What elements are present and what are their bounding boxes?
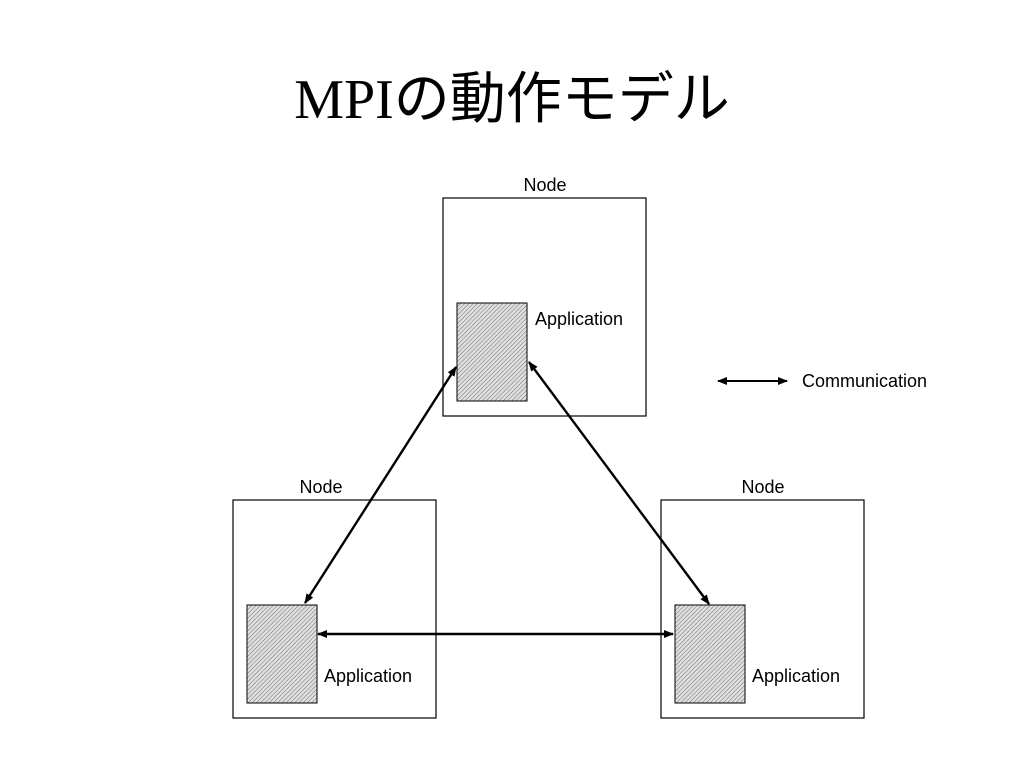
node-top-label: Node — [523, 175, 566, 195]
node-right-application-box — [674, 604, 746, 704]
node-left-application-label: Application — [324, 666, 412, 686]
node-left: Node Application — [232, 477, 437, 719]
legend: Communication — [717, 371, 927, 391]
communication-arrow-top-left — [303, 366, 458, 604]
node-left-application-box — [246, 604, 318, 704]
node-top-application-box — [456, 302, 528, 402]
node-right-label: Node — [741, 477, 784, 497]
node-right: Node Application — [660, 477, 865, 719]
node-top-application-label: Application — [535, 309, 623, 329]
node-left-label: Node — [299, 477, 342, 497]
slide-title: MPIの動作モデル — [294, 69, 730, 131]
node-top: Node Application — [442, 175, 647, 417]
node-right-application-label: Application — [752, 666, 840, 686]
communication-arrow-top-right — [528, 361, 710, 605]
legend-communication-label: Communication — [802, 371, 927, 391]
